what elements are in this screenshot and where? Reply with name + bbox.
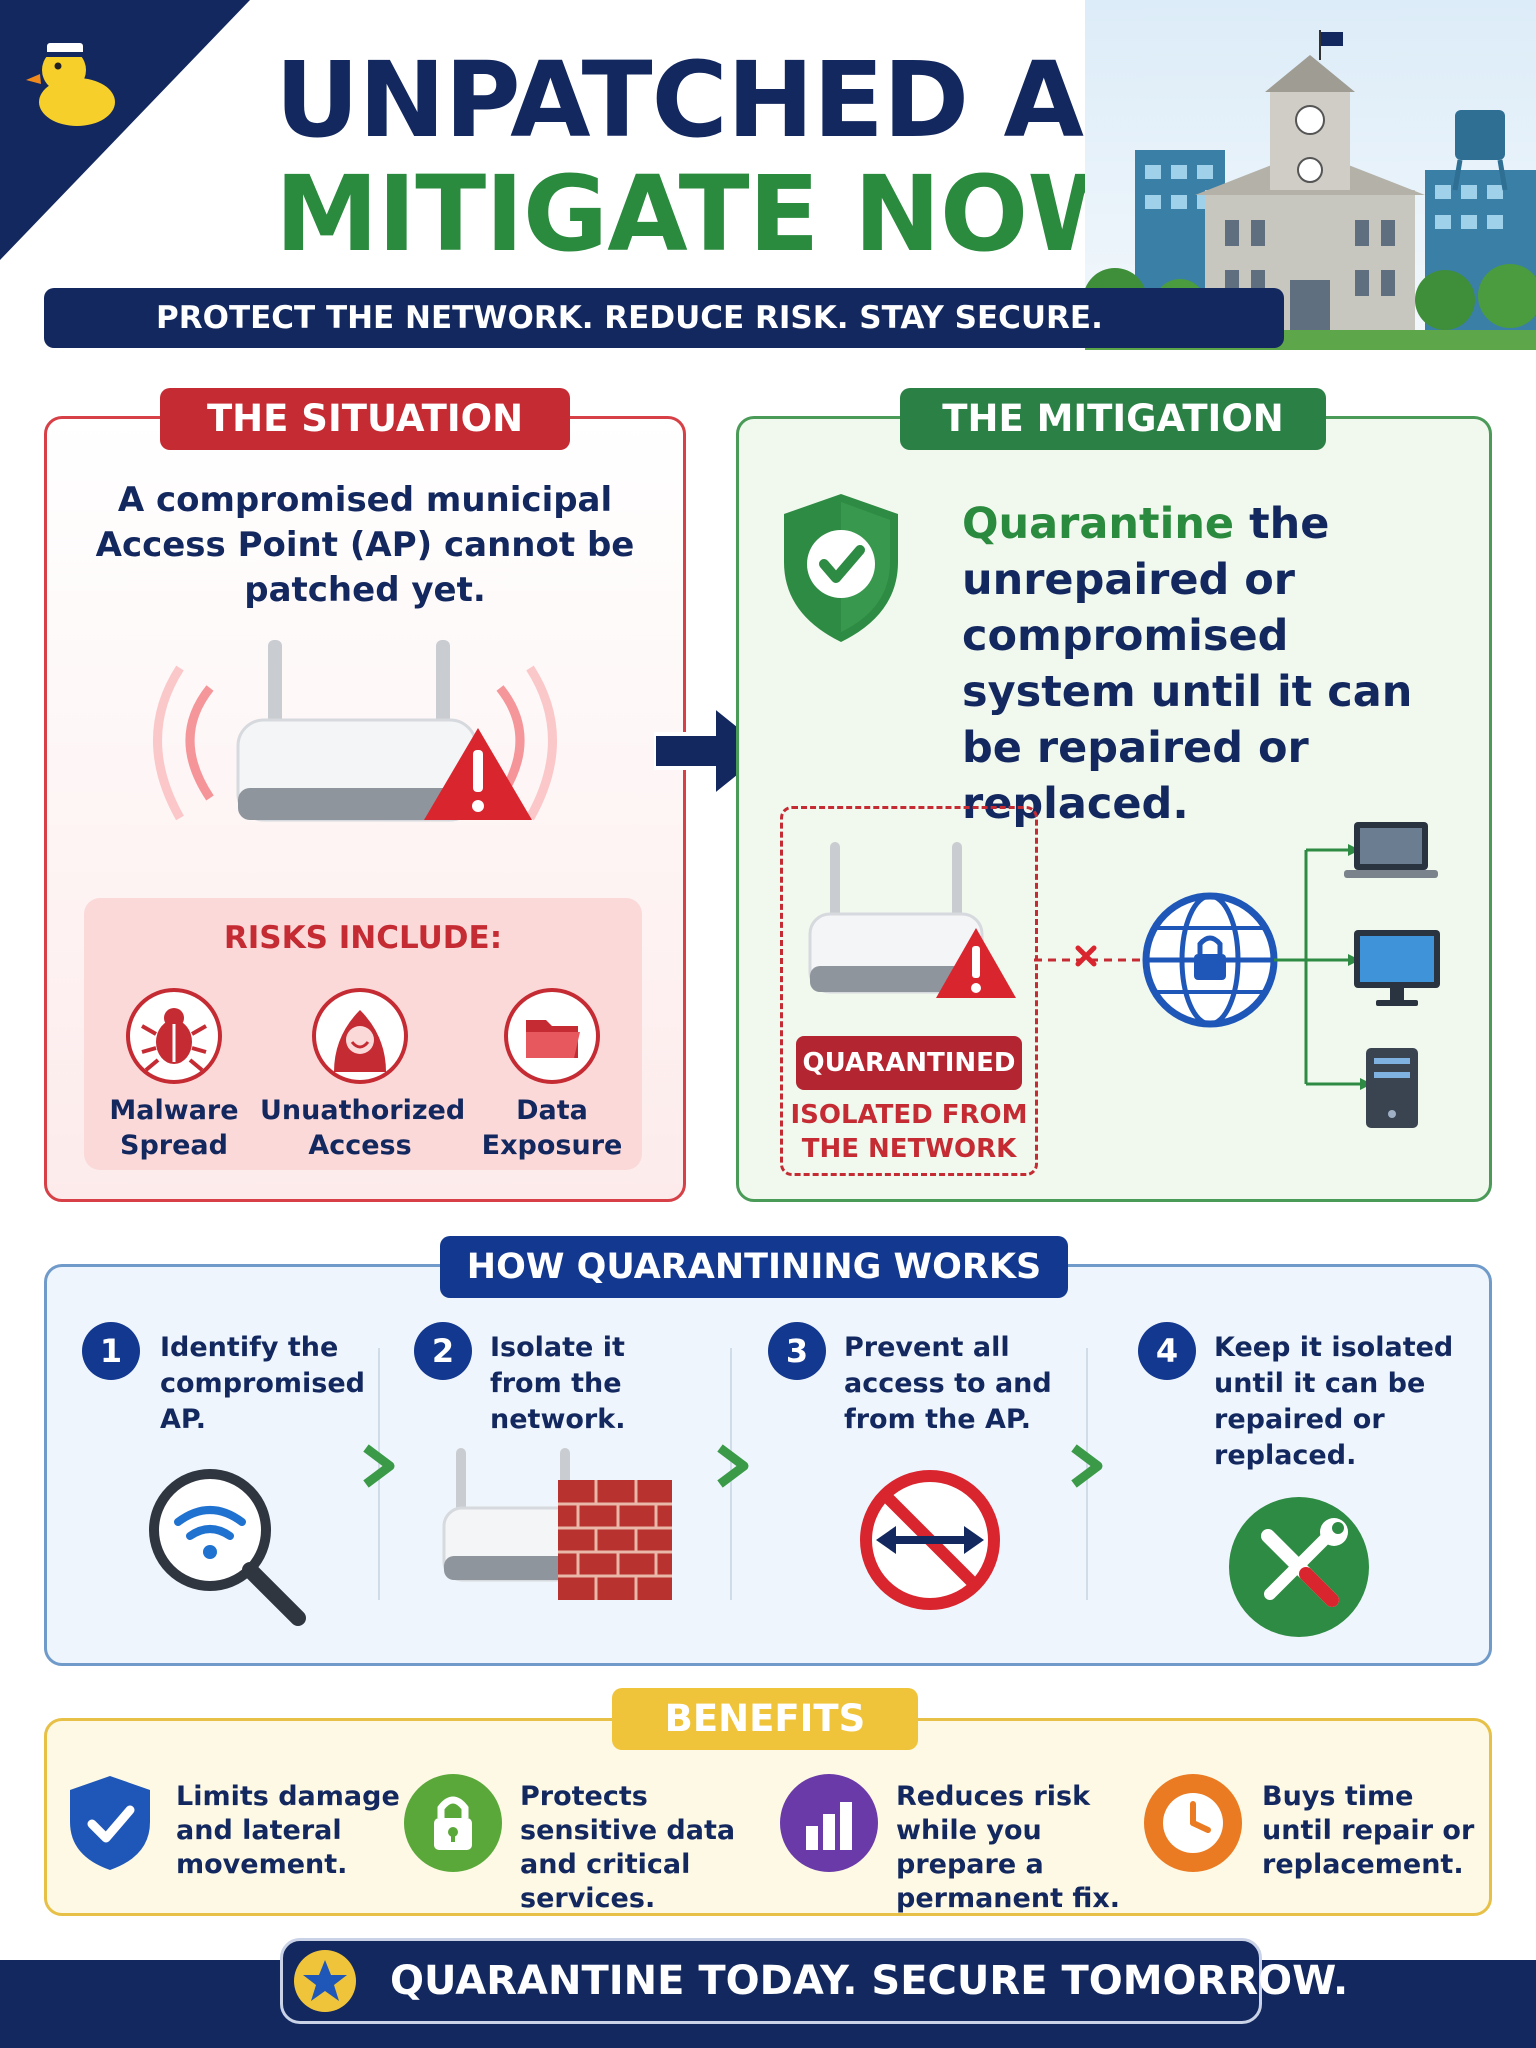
step-1-number: 1 xyxy=(82,1322,140,1380)
risk-label-unauthorized: Unuathorized Access xyxy=(260,1095,466,1161)
quarantined-badge: QUARANTINED xyxy=(796,1036,1022,1090)
mitigation-text: Quarantine the unrepaired or compromised… xyxy=(962,496,1472,832)
chevron-right-icon xyxy=(717,1444,749,1488)
tools-icon xyxy=(1229,1497,1369,1637)
quarantined-router-icon xyxy=(808,842,1016,998)
compromised-router-icon xyxy=(153,640,557,822)
server-icon xyxy=(1366,1048,1418,1128)
title-line-1: UNPATCHED AP? xyxy=(275,39,1218,161)
mitigation-highlight: Quarantine xyxy=(962,499,1235,549)
risk-label-malware: Malware Spread xyxy=(109,1095,239,1161)
network-diagram xyxy=(1034,822,1440,1128)
step-4-text: Keep it isolated until it can be repaire… xyxy=(1214,1332,1454,1471)
benefit-3-text: Reduces risk while you prepare a permane… xyxy=(896,1781,1121,1914)
step-4-number: 4 xyxy=(1138,1322,1196,1380)
step-2-text: Isolate it from the network. xyxy=(490,1332,626,1435)
situation-label: THE SITUATION xyxy=(160,388,570,450)
benefits-panel xyxy=(44,1718,1492,1916)
duck-logo-icon xyxy=(26,41,115,126)
star-icon xyxy=(294,1950,356,2012)
mitigation-label: THE MITIGATION xyxy=(900,388,1326,450)
hacker-icon xyxy=(312,988,408,1084)
folder-icon xyxy=(504,988,600,1084)
step-2-number: 2 xyxy=(414,1322,472,1380)
chevron-right-icon xyxy=(363,1444,395,1488)
step-3-text: Prevent all access to and from the AP. xyxy=(844,1332,1052,1435)
step-3-number: 3 xyxy=(768,1322,826,1380)
benefits-label: BENEFITS xyxy=(612,1688,918,1750)
benefit-4-text: Buys time until repair or replacement. xyxy=(1262,1781,1475,1880)
benefit-1-text: Limits damage and lateral movement. xyxy=(176,1781,400,1880)
laptop-icon xyxy=(1344,822,1438,878)
risks-title: RISKS INCLUDE: xyxy=(223,920,503,956)
desktop-monitor-icon xyxy=(1354,930,1440,1006)
globe-lock-icon xyxy=(1142,892,1278,1028)
footer-slogan: QUARANTINE TODAY. SECURE TOMORROW. xyxy=(390,1958,1349,2004)
blocked-x-icon xyxy=(1075,945,1097,967)
bar-chart-icon xyxy=(780,1774,878,1872)
no-access-icon xyxy=(860,1470,1000,1610)
chevron-right-icon xyxy=(1071,1444,1103,1488)
risk-label-data: Data Exposure xyxy=(481,1095,623,1161)
lock-icon xyxy=(404,1774,502,1872)
benefit-2-text: Protects sensitive data and critical ser… xyxy=(520,1781,736,1914)
clock-icon xyxy=(1144,1774,1242,1872)
header-corner-banner xyxy=(0,0,250,260)
firewall-icon xyxy=(442,1448,672,1600)
quarantine-zone xyxy=(780,806,1038,1176)
footer-pill xyxy=(280,1938,1262,2024)
isolated-text: ISOLATED FROM THE NETWORK xyxy=(790,1100,1028,1164)
search-wifi-icon xyxy=(149,1469,306,1626)
how-label: HOW QUARANTINING WORKS xyxy=(440,1236,1068,1298)
shield-check-icon xyxy=(70,1776,150,1870)
title-line-2: MITIGATE NOW! xyxy=(275,153,1188,275)
tagline-bar: PROTECT THE NETWORK. REDUCE RISK. STAY S… xyxy=(44,288,1284,348)
bug-icon xyxy=(126,988,222,1084)
step-1-text: Identify the compromised AP. xyxy=(160,1332,365,1435)
situation-text: A compromised municipal Access Point (AP… xyxy=(95,480,635,610)
shield-check-icon xyxy=(784,494,898,642)
mitigation-body: the unrepaired or compromised system unt… xyxy=(962,499,1413,829)
